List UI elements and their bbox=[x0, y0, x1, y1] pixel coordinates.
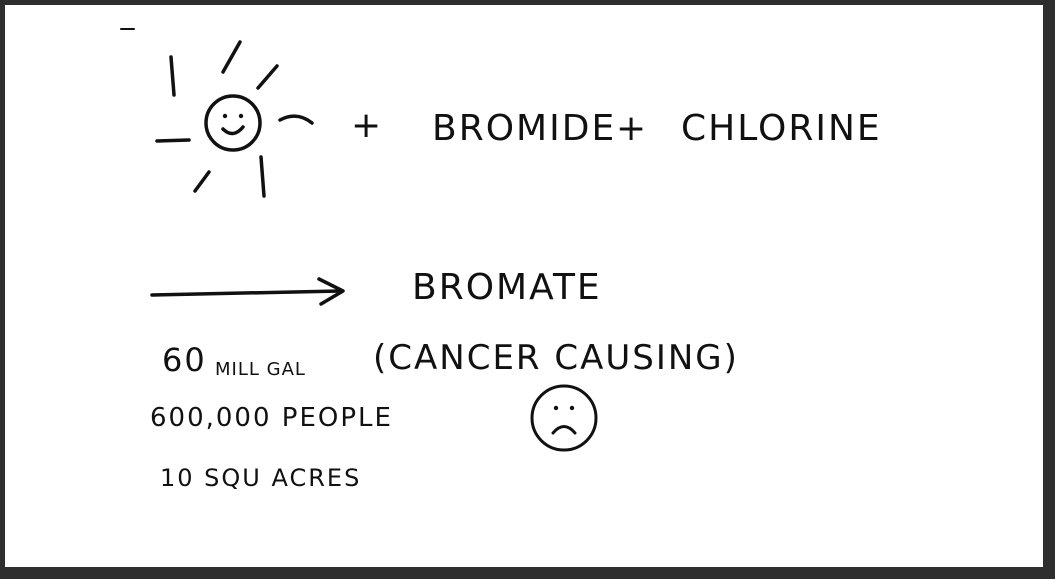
sketch-layer bbox=[120, 28, 598, 452]
term-bromide: BROMIDE bbox=[432, 108, 617, 149]
fact-volume-number: 60 bbox=[162, 341, 207, 379]
product-bromate: BROMATE bbox=[412, 267, 602, 308]
smiling-sun-icon bbox=[155, 40, 314, 198]
fact-volume-unit: MILL GAL bbox=[215, 359, 306, 380]
term-chlorine: CHLORINE bbox=[681, 108, 882, 149]
cancer-note: (CANCER CAUSING) bbox=[373, 338, 739, 378]
plus-sign-1: + bbox=[351, 105, 384, 146]
right-arrow-icon bbox=[150, 277, 345, 306]
fact-people: 600,000 PEOPLE bbox=[150, 403, 393, 433]
whiteboard-canvas: + BROMIDE + CHLORINE BROMATE 60 MILL GAL… bbox=[5, 5, 1043, 567]
sad-face-icon bbox=[530, 384, 598, 452]
plus-sign-2: + bbox=[616, 108, 649, 149]
fact-area: 10 SQU ACRES bbox=[160, 464, 362, 492]
